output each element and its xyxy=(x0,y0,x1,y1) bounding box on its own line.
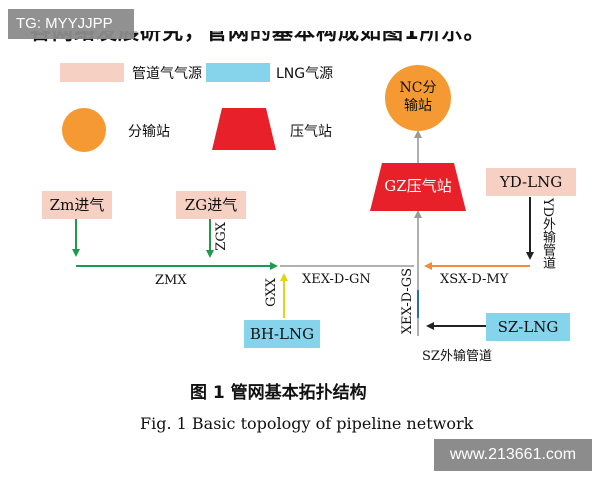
nc-station-label-1: NC分 xyxy=(399,80,437,96)
nc-station: NC分 输站 xyxy=(385,65,451,131)
legend-compressor-trapezoid xyxy=(212,108,276,150)
watermark: www.213661.com xyxy=(434,439,592,471)
pipe-label-xex-d-gn: XEX-D-GN xyxy=(302,272,371,287)
legend-pipe-gas-swatch xyxy=(60,63,124,82)
pipe-label-sz-out: SZ外输管道 xyxy=(422,349,492,364)
gz-compressor-shape xyxy=(370,163,466,211)
zg-source: ZG进气 xyxy=(176,191,246,219)
tg-badge: TG: MYYJJPP xyxy=(8,9,134,39)
cutoff-body-text: 各网络发展研究，管网的基本构成如图1所示。 xyxy=(30,20,486,44)
legend-compressor-label: 压气站 xyxy=(290,124,332,140)
sz-lng-source: SZ-LNG xyxy=(486,313,570,341)
caption-cn: 图 1 管网基本拓扑结构 xyxy=(190,383,367,403)
nc-station-label-2: 输站 xyxy=(404,98,432,114)
yd-lng-source: YD-LNG xyxy=(486,168,576,196)
caption-en: Fig. 1 Basic topology of pipeline networ… xyxy=(140,414,474,433)
legend-station-label: 分输站 xyxy=(128,124,170,140)
pipe-label-zgx: ZGX xyxy=(214,222,229,251)
legend-station-circle xyxy=(62,108,106,152)
gz-compressor-label: GZ压气站 xyxy=(384,177,452,195)
zm-source: Zm进气 xyxy=(42,191,112,219)
bh-lng-source: BH-LNG xyxy=(244,320,320,348)
pipe-label-xex-d-gs: XEX-D-GS xyxy=(400,268,415,335)
legend-lng-gas-label: LNG气源 xyxy=(276,66,334,82)
pipe-label-zmx: ZMX xyxy=(155,273,187,288)
pipe-label-gxx: GXX xyxy=(264,278,279,307)
pipe-label-xsx-d-my: XSX-D-MY xyxy=(440,272,509,287)
legend-pipe-gas-label: 管道气气源 xyxy=(132,66,202,82)
pipe-label-yd-out: YD外输管道 xyxy=(540,198,555,270)
legend-lng-gas-swatch xyxy=(206,63,270,82)
